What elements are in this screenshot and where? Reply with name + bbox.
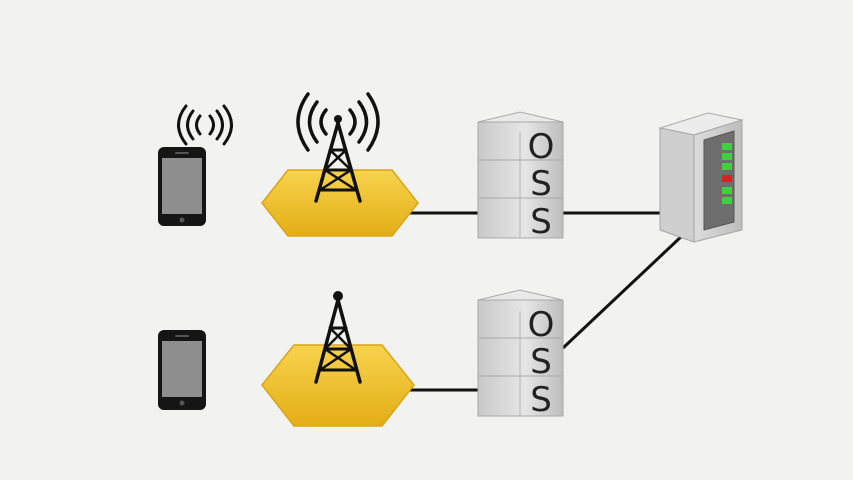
led-green (722, 153, 732, 160)
led-green (722, 163, 732, 170)
upper-oss-server: O S S (477, 111, 564, 242)
server-rack-icon (658, 112, 744, 243)
led-green (722, 197, 732, 204)
connection-lines (400, 211, 686, 392)
smartphone-icon (158, 330, 206, 410)
oss-letter: S (530, 164, 552, 204)
rack-leds (722, 143, 732, 204)
oss-server-stack (477, 289, 564, 417)
oss-letter: S (530, 342, 552, 382)
lower-phone (158, 330, 206, 410)
oss-letter: O (528, 127, 555, 167)
upper-cell (261, 92, 419, 237)
oss-server-stack (477, 111, 564, 239)
link-oss2-rack (561, 232, 686, 350)
led-red (722, 175, 732, 182)
wifi-signal-icon (177, 104, 233, 146)
cell-tower-broadcasting-icon (296, 92, 380, 203)
oss-letter: O (528, 305, 555, 345)
cell-hexagon (261, 344, 415, 427)
oss-letter: S (530, 202, 552, 242)
cell-hexagon (261, 169, 419, 237)
led-green (722, 187, 732, 194)
led-green (722, 143, 732, 150)
lower-oss-server: O S S (477, 289, 564, 420)
smartphone-icon (158, 147, 206, 226)
upper-phone (158, 104, 233, 226)
cell-tower-icon (314, 291, 362, 384)
lower-cell (261, 291, 415, 427)
oss-letter: S (530, 380, 552, 420)
